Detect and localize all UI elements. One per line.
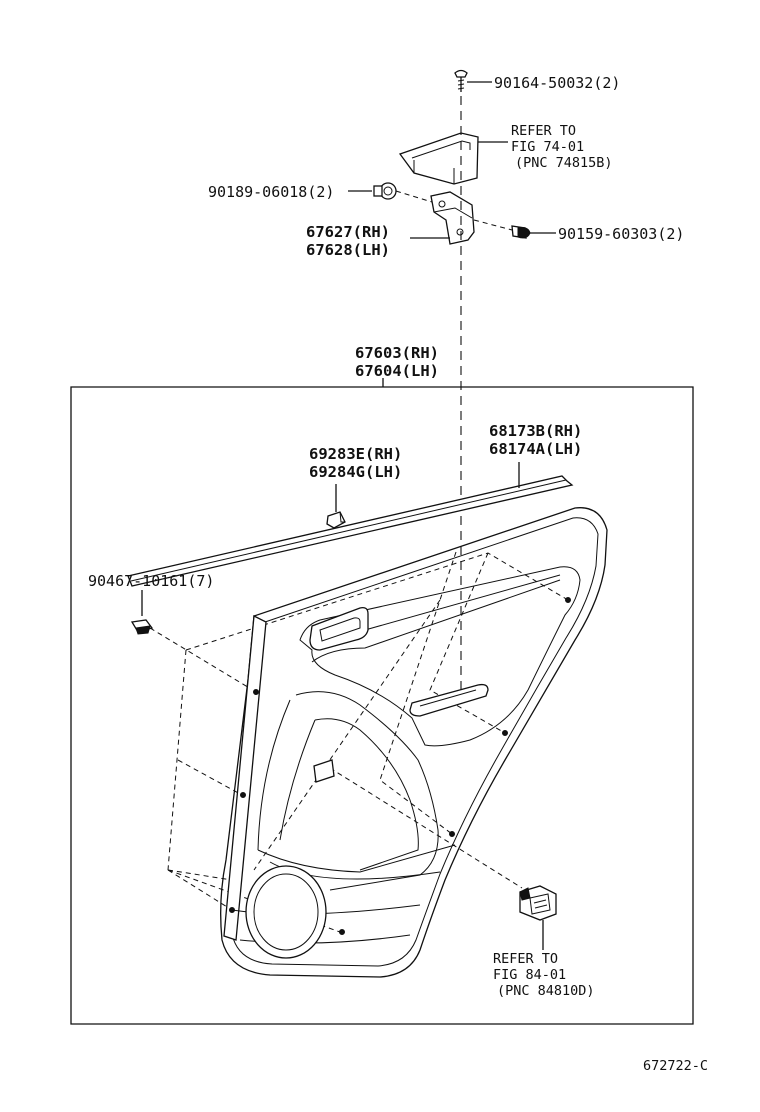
cap-left-label: 90189-06018(2): [208, 183, 334, 201]
door-trim-board: [220, 507, 608, 978]
clip-board: [130, 590, 154, 635]
screw-right: [473, 219, 556, 239]
clip-small: [326, 484, 346, 529]
clip-rh-label: 69283E(RH): [309, 445, 402, 463]
bracket-rh-label: 67627(RH): [306, 223, 390, 241]
refer-top-line3: (PNC 74815B): [515, 155, 613, 171]
screw-top: [454, 69, 492, 92]
refer-bottom-line3: (PNC 84810D): [497, 983, 595, 999]
refer-top-line1: REFER TO: [511, 123, 576, 139]
board-rh-label: 67603(RH): [355, 344, 439, 362]
handle-bezel: [398, 132, 508, 185]
window-switch: [519, 885, 557, 950]
figure-id: 672722-C: [643, 1058, 708, 1074]
weatherstrip: [127, 462, 574, 587]
refer-bottom-line2: FIG 84-01: [493, 967, 566, 983]
screw-right-label: 90159-60303(2): [558, 225, 684, 243]
board-frame: [70, 378, 694, 1025]
cap-left: [348, 182, 433, 203]
clip-lh-label: 69284G(LH): [309, 463, 402, 481]
clip-board-label: 90467-10161(7): [88, 572, 214, 590]
refer-top-line2: FIG 74-01: [511, 139, 584, 155]
weatherstrip-lh-label: 68174A(LH): [489, 440, 582, 458]
bracket: [410, 191, 475, 245]
refer-bottom-line1: REFER TO: [493, 951, 558, 967]
bracket-lh-label: 67628(LH): [306, 241, 390, 259]
weatherstrip-rh-label: 68173B(RH): [489, 422, 582, 440]
screw-top-label: 90164-50032(2): [494, 74, 620, 92]
board-lh-label: 67604(LH): [355, 362, 439, 380]
